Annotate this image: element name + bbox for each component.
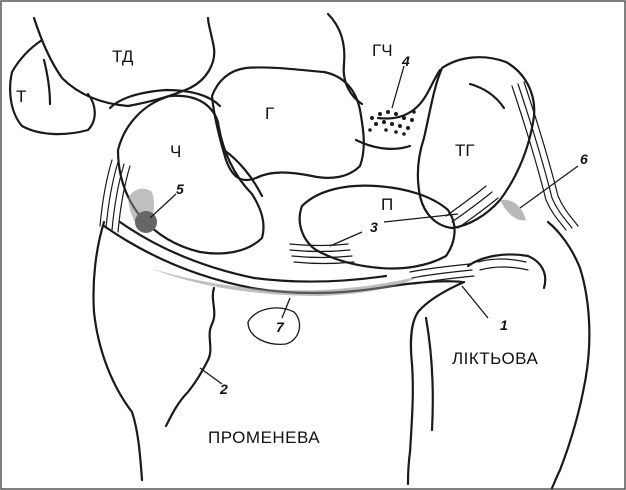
label-ulna: ЛІКТЬОВА <box>452 349 538 368</box>
label-capitate: Г <box>265 104 274 123</box>
label-trapezoid: ТД <box>112 47 134 66</box>
number-7: 7 <box>276 319 285 335</box>
hamate-outline-left <box>328 14 362 104</box>
triquetrum-inner-curve <box>470 84 504 108</box>
ulna-outline-left <box>408 282 464 484</box>
leader-6 <box>520 166 578 208</box>
label-triquetrum: ТГ <box>455 141 475 160</box>
leader-2 <box>200 368 222 384</box>
radius-wavy-edge <box>166 288 214 426</box>
leader-3b <box>384 214 458 222</box>
leader-4 <box>392 66 404 108</box>
radius-articular-surface-inner <box>120 222 386 282</box>
leader-1 <box>462 286 488 318</box>
label-capitate-hook: ГЧ <box>372 41 393 60</box>
label-scaphoid: Ч <box>170 142 181 161</box>
articular-disc-shading <box>150 268 420 296</box>
label-trapezium: Т <box>16 87 26 106</box>
number-3: 3 <box>370 219 378 235</box>
label-radius: ПРОМЕНЕВА <box>208 428 320 447</box>
trapezium-inner-line <box>44 60 50 104</box>
number-1: 1 <box>500 317 508 333</box>
number-2: 2 <box>219 381 228 397</box>
loop-7 <box>248 308 300 344</box>
capitate-outline <box>212 67 364 180</box>
label-lunate: П <box>381 195 393 214</box>
number-4: 4 <box>401 53 410 69</box>
capitate-neck-line <box>224 150 262 196</box>
ligament-fibers-ulnar <box>512 82 578 230</box>
radius-outline <box>93 222 142 480</box>
ulna-outline-right <box>548 222 589 488</box>
radius-articular-surface <box>104 226 462 293</box>
number-6: 6 <box>580 151 588 167</box>
ulna-inner-line <box>426 318 433 430</box>
number-5: 5 <box>176 181 184 197</box>
ulnar-recess-shading <box>500 200 526 221</box>
